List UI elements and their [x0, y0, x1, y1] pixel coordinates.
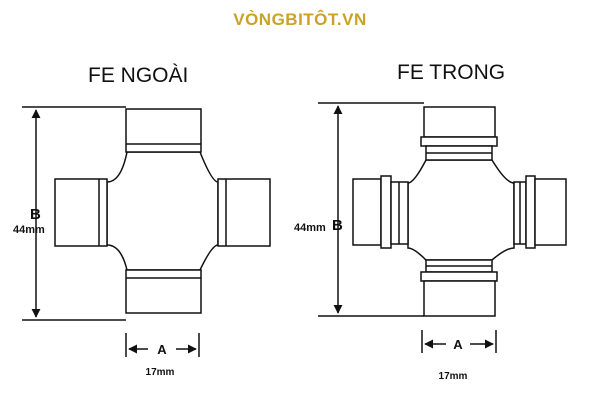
- left-dimension-b-value: 44mm: [13, 224, 45, 236]
- right-dimension-a-value: 17mm: [439, 371, 468, 382]
- right-top-cup: [423, 106, 496, 138]
- right-dimension-a: [421, 330, 497, 353]
- right-right-ring: [525, 175, 536, 249]
- left-cross-joint: [54, 108, 271, 314]
- right-top-ring: [420, 136, 498, 147]
- right-bottom-cup: [423, 280, 496, 317]
- left-dimension-b-letter: B: [30, 206, 41, 223]
- right-right-cup: [534, 178, 567, 246]
- right-cross-joint: [352, 106, 567, 317]
- right-dimension-a-letter: A: [453, 337, 463, 352]
- right-diagram-title: FE TRONG: [397, 61, 506, 84]
- left-dimension-a: [125, 333, 200, 357]
- right-left-ring: [380, 175, 392, 249]
- left-bottom-cup: [125, 269, 202, 314]
- right-dimension-b-value: 44mm: [294, 222, 326, 234]
- left-top-cup: [125, 108, 202, 153]
- right-left-cup: [352, 178, 382, 246]
- left-diagram-title: FE NGOÀI: [88, 64, 189, 87]
- right-dimension-b: [318, 102, 424, 317]
- left-dimension-a-letter: A: [157, 342, 167, 357]
- right-cross-body: [407, 159, 515, 261]
- left-dimension-b: [22, 106, 126, 321]
- right-dimension-b-letter: B: [332, 217, 343, 234]
- left-dimension-a-value: 17mm: [146, 367, 175, 378]
- left-cross-body: [106, 151, 219, 271]
- brand-logo-text: VÒNGBITÔT.VN: [233, 10, 367, 29]
- right-bottom-ring: [420, 271, 498, 282]
